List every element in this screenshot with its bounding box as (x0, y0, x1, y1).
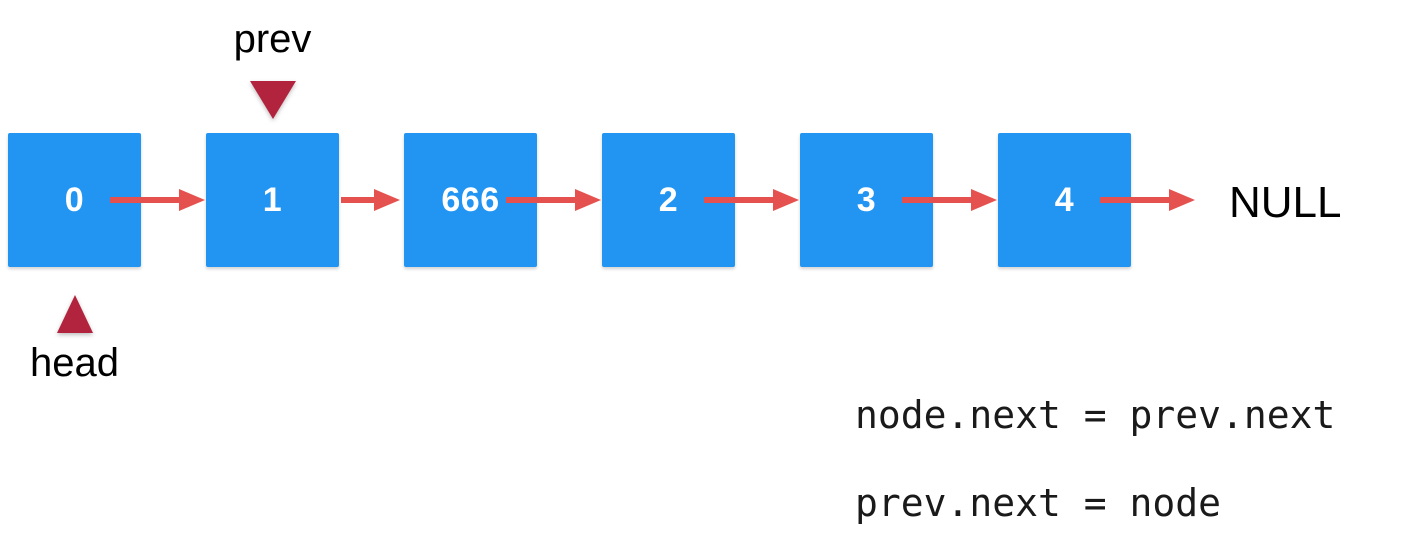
code-line: node.next = prev.next (855, 393, 1336, 437)
prev-pointer-label: prev (233, 17, 312, 61)
next-arrow-icon (506, 189, 601, 211)
node-value: 666 (441, 180, 500, 219)
head-pointer-label: head (30, 341, 119, 385)
node-value: 4 (1054, 180, 1075, 219)
next-arrow-icon (902, 189, 997, 211)
next-arrow-icon (704, 189, 799, 211)
next-arrow-icon (1100, 189, 1195, 211)
node-value: 0 (64, 180, 85, 219)
next-arrow-icon (110, 189, 205, 211)
null-label: NULL (1229, 178, 1342, 227)
node-value: 1 (262, 180, 283, 219)
list-node: 1 (206, 133, 339, 267)
list-node: 3 (800, 133, 933, 267)
prev-pointer-icon (249, 81, 296, 119)
head-pointer-icon (56, 295, 93, 333)
code-line: prev.next = node (855, 481, 1222, 525)
next-arrow-icon (341, 189, 400, 211)
node-value: 2 (658, 180, 679, 219)
node-value: 3 (856, 180, 877, 219)
